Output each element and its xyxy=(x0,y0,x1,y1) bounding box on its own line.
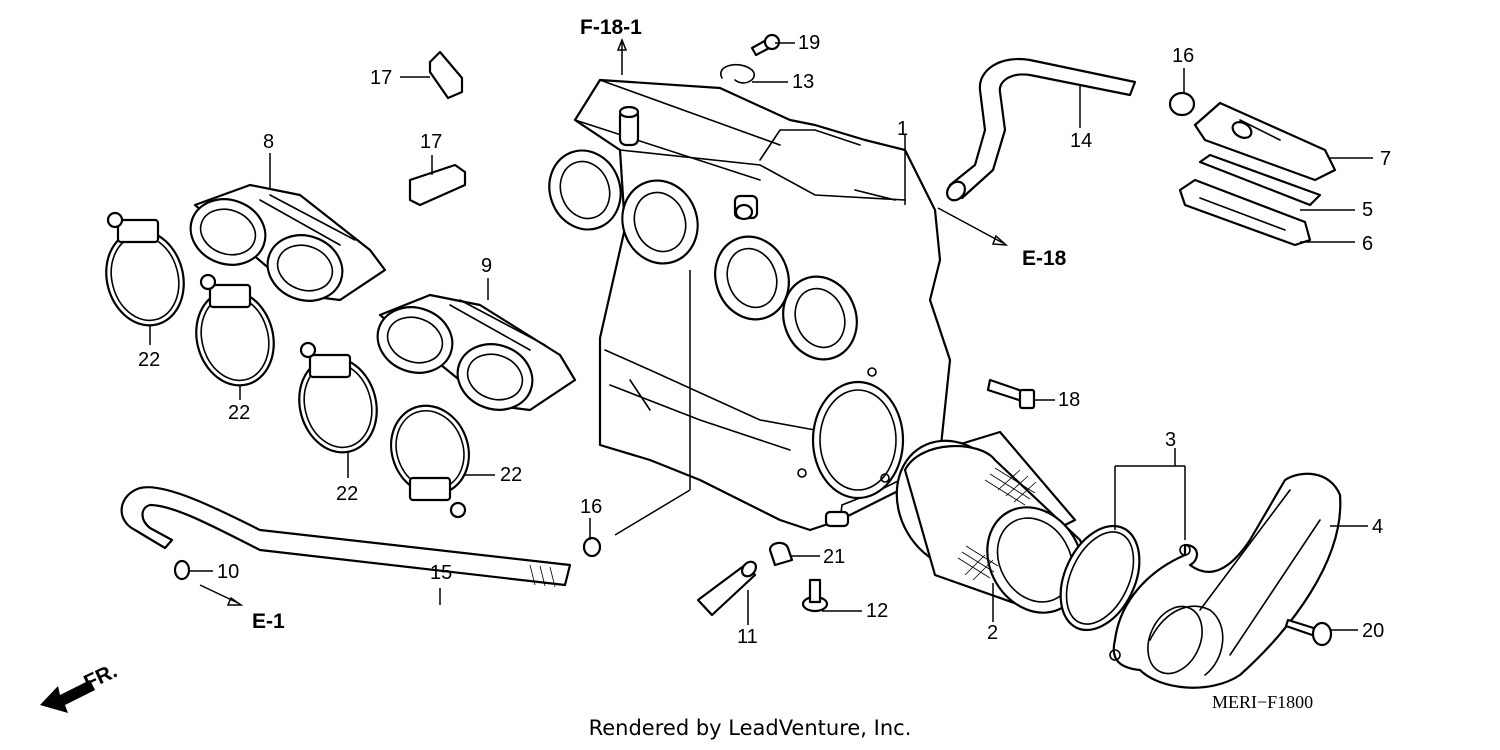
credit-footer: Rendered by LeadVenture, Inc. xyxy=(588,716,912,740)
callout-10[interactable]: 10 xyxy=(217,561,239,583)
callout-11[interactable]: 11 xyxy=(737,626,758,648)
callout-3[interactable]: 3 xyxy=(1165,429,1176,451)
hose-clamp-22-c[interactable] xyxy=(289,341,387,461)
ref-e18[interactable]: E-18 xyxy=(1022,247,1067,270)
hose-clamp-22-b[interactable] xyxy=(186,273,284,394)
callout-22-d[interactable]: 22 xyxy=(500,464,522,486)
front-arrow-icon xyxy=(40,680,95,713)
cover-cap[interactable] xyxy=(1193,101,1337,182)
screw-20[interactable] xyxy=(1284,618,1333,647)
ref-f18-1[interactable]: F-18-1 xyxy=(580,16,642,39)
bolt-12[interactable] xyxy=(801,578,829,613)
callout-16-b[interactable]: 16 xyxy=(580,496,602,518)
callout-17-a[interactable]: 17 xyxy=(370,67,392,89)
callout-4[interactable]: 4 xyxy=(1372,516,1383,538)
callout-19[interactable]: 19 xyxy=(798,32,820,54)
callout-9[interactable]: 9 xyxy=(481,255,492,277)
foam-block-17-b[interactable] xyxy=(408,163,467,207)
callout-8[interactable]: 8 xyxy=(263,131,274,153)
air-cleaner-seal[interactable] xyxy=(1045,513,1155,642)
air-cleaner-cover[interactable] xyxy=(1109,472,1342,689)
diagram-code: MERI−F1800 xyxy=(1212,692,1313,712)
intake-boot-8[interactable] xyxy=(181,183,387,311)
callout-22-c[interactable]: 22 xyxy=(336,483,358,505)
clamp-21[interactable] xyxy=(768,541,794,567)
callout-1[interactable]: 1 xyxy=(897,118,908,140)
callout-20[interactable]: 20 xyxy=(1362,620,1384,642)
callout-21[interactable]: 21 xyxy=(823,546,845,568)
callout-16-a[interactable]: 16 xyxy=(1172,45,1194,67)
air-filter-element[interactable] xyxy=(874,419,1102,630)
drain-plug-11[interactable] xyxy=(696,559,759,617)
callout-22-a[interactable]: 22 xyxy=(138,349,160,371)
foam-block-17-a[interactable] xyxy=(428,50,464,100)
drain-hose-15[interactable] xyxy=(120,486,572,588)
hose-clamp-22-a[interactable] xyxy=(96,211,194,334)
callout-22-b[interactable]: 22 xyxy=(228,402,250,424)
cover-plate[interactable] xyxy=(1198,153,1322,207)
intake-boot-9[interactable] xyxy=(368,293,577,420)
callout-14[interactable]: 14 xyxy=(1070,130,1092,152)
air-cleaner-housing[interactable] xyxy=(538,78,952,532)
spring-13[interactable] xyxy=(720,63,755,84)
callout-13[interactable]: 13 xyxy=(792,71,814,93)
bolt-18[interactable] xyxy=(986,378,1036,410)
callout-5[interactable]: 5 xyxy=(1362,199,1373,221)
callout-7[interactable]: 7 xyxy=(1380,148,1391,170)
clip-16-a[interactable] xyxy=(1168,91,1196,117)
leader-lines xyxy=(149,37,1373,631)
clip-10[interactable] xyxy=(173,559,191,581)
callout-12[interactable]: 12 xyxy=(866,600,888,622)
hose-clamp-22-d[interactable] xyxy=(379,395,481,519)
callout-17-b[interactable]: 17 xyxy=(420,131,442,153)
clip-16-b[interactable] xyxy=(582,536,602,558)
screw-19[interactable] xyxy=(750,33,781,57)
cover-gasket[interactable] xyxy=(1178,178,1312,247)
callout-6[interactable]: 6 xyxy=(1362,233,1373,255)
callout-15[interactable]: 15 xyxy=(430,562,452,584)
ref-e1[interactable]: E-1 xyxy=(252,610,285,633)
callout-18[interactable]: 18 xyxy=(1058,389,1080,411)
callout-2[interactable]: 2 xyxy=(987,622,998,644)
breather-hose-14[interactable] xyxy=(943,57,1137,204)
